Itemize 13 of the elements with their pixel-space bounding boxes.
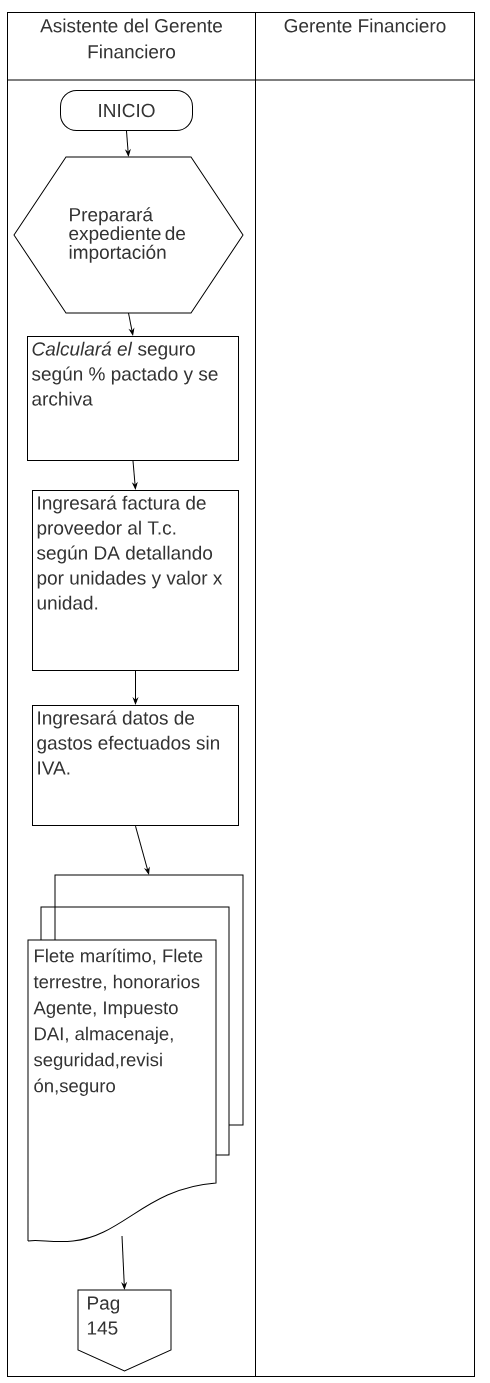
process-box: Calculará el seguro según % pactado y se archiva xyxy=(27,336,239,461)
arrow xyxy=(135,825,150,875)
arrow xyxy=(121,1235,127,1290)
arrow xyxy=(128,312,135,336)
arrow xyxy=(132,460,138,490)
off-page-connector: Pag 145 xyxy=(77,1289,172,1372)
preparation-hexagon: Preparará expediente de importación xyxy=(13,156,244,314)
start-terminal: INICIO xyxy=(60,90,193,131)
arrow xyxy=(133,670,138,705)
arrow xyxy=(125,130,131,157)
process-box: Ingresará factura de proveedor al T.c. según DA detallando por unidades y valor x unidad. xyxy=(32,490,239,671)
process-box: Ingresará datos de gastos efectuados sin IVA. xyxy=(32,705,239,826)
swimlane: Gerente Financiero xyxy=(255,12,475,1377)
